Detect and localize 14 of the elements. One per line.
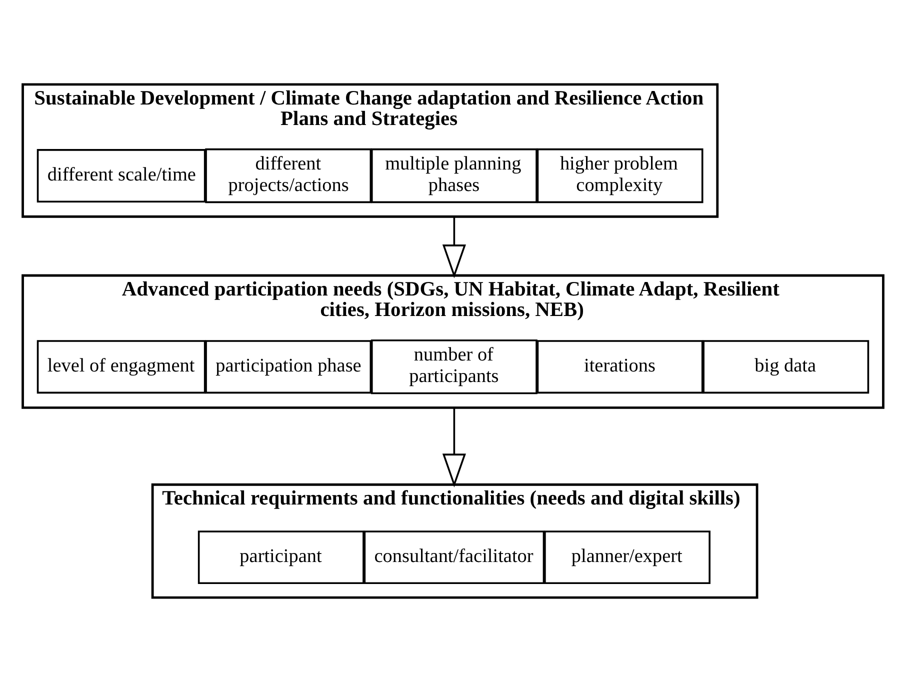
node-box: different projects/actions	[205, 148, 372, 204]
node-box: level of engagment	[36, 340, 206, 394]
node-box: higher problem complexity	[536, 148, 704, 204]
node-box: iterations	[536, 340, 704, 394]
node-box: different scale/time	[36, 149, 206, 202]
node-box: consultant/facilitator	[364, 530, 545, 584]
node-box: multiple planning phases	[370, 148, 538, 204]
node-box: participation phase	[205, 340, 372, 394]
node-box: participant	[198, 530, 364, 584]
node-box: big data	[702, 340, 870, 394]
arrow	[442, 216, 466, 278]
arrow	[442, 408, 466, 488]
node-box: planner/expert	[544, 530, 710, 584]
node-box: number of participants	[370, 340, 538, 394]
